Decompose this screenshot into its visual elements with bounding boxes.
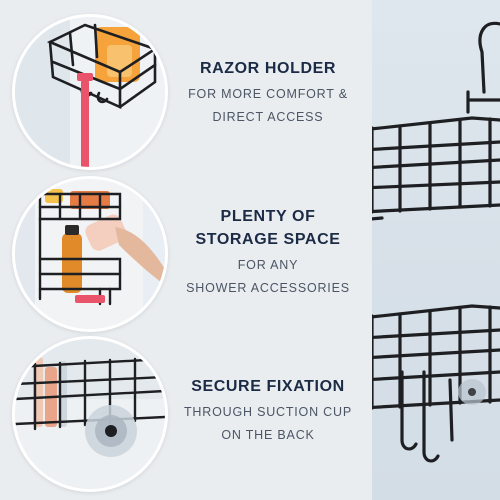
- storage-space-photo: [12, 176, 168, 332]
- feature-subtitle-line: ON THE BACK: [221, 428, 315, 442]
- razor-holder-photo: [12, 14, 168, 170]
- feature-subtitle-line: DIRECT ACCESS: [212, 110, 324, 124]
- feature-subtitle: FOR MORE COMFORT & DIRECT ACCESS: [170, 83, 366, 129]
- feature-subtitle-line: SHOWER ACCESSORIES: [186, 281, 350, 295]
- feature-razor-holder: RAZOR HOLDER FOR MORE COMFORT & DIRECT A…: [170, 57, 366, 129]
- feature-heading-line: PLENTY OF: [220, 208, 316, 225]
- hanging-shower-caddy-icon: [372, 21, 500, 463]
- feature-heading: SECURE FIXATION: [170, 375, 366, 398]
- two-tier-shelf-bottles-icon: [15, 179, 165, 329]
- feature-storage-space: PLENTY OF STORAGE SPACE FOR ANY SHOWER A…: [170, 205, 366, 300]
- feature-subtitle: THROUGH SUCTION CUP ON THE BACK: [170, 401, 366, 447]
- feature-secure-fixation: SECURE FIXATION THROUGH SUCTION CUP ON T…: [170, 375, 366, 447]
- feature-heading: PLENTY OF STORAGE SPACE: [170, 205, 366, 251]
- feature-heading-line: STORAGE SPACE: [195, 231, 341, 248]
- feature-heading-line: RAZOR HOLDER: [199, 60, 337, 77]
- feature-subtitle-line: FOR MORE COMFORT &: [188, 87, 348, 101]
- feature-heading: RAZOR HOLDER: [170, 57, 366, 80]
- feature-subtitle-line: THROUGH SUCTION CUP: [184, 405, 352, 419]
- suction-cup-icon: [15, 339, 165, 489]
- feature-heading-line: SECURE FIXATION: [191, 378, 345, 395]
- suction-cup-photo: [12, 336, 168, 492]
- product-image-panel: [372, 0, 500, 500]
- razor-on-hook-icon: [15, 17, 165, 167]
- feature-subtitle-line: FOR ANY: [237, 258, 299, 272]
- feature-subtitle: FOR ANY SHOWER ACCESSORIES: [170, 254, 366, 300]
